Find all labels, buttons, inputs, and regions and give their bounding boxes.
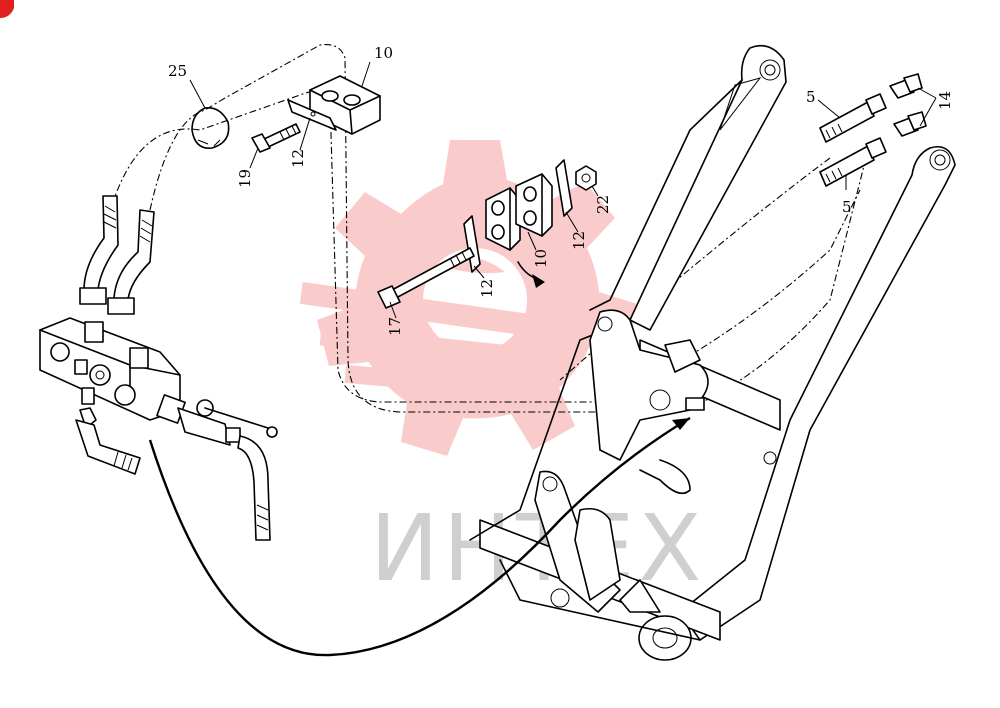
ball-valve bbox=[156, 394, 278, 541]
watermark-stripe bbox=[299, 282, 561, 340]
fitting-icon bbox=[79, 287, 107, 305]
leader-lines bbox=[189, 61, 937, 319]
callout-5-bottom: 5 bbox=[842, 198, 852, 216]
fitting-14 bbox=[889, 73, 927, 137]
arrow-head-icon bbox=[532, 274, 545, 288]
pipe-clamp-top bbox=[309, 75, 381, 135]
watermark-stripe bbox=[344, 364, 556, 402]
callout-19: 19 bbox=[236, 169, 254, 188]
callout-5-top: 5 bbox=[806, 88, 816, 106]
snap-ring-icon bbox=[191, 106, 230, 149]
callout-22: 22 bbox=[594, 195, 612, 214]
watermark-gear-icon bbox=[317, 140, 637, 456]
hose-assembly-left bbox=[79, 195, 155, 315]
clamp-plate-right bbox=[555, 159, 573, 217]
callout-17: 17 bbox=[386, 317, 404, 336]
snap-ring-25 bbox=[191, 106, 230, 149]
callout-14: 14 bbox=[936, 91, 954, 110]
callout-25: 25 bbox=[168, 62, 187, 80]
hose-icon bbox=[83, 195, 119, 291]
hose-icon bbox=[237, 435, 271, 541]
pipe-clamp-icon bbox=[485, 187, 521, 251]
callout-10-top: 10 bbox=[374, 44, 393, 62]
clamp-plate-top bbox=[287, 99, 337, 131]
fitting-icon bbox=[819, 101, 875, 143]
fitting-icon bbox=[225, 427, 241, 443]
callout-10-mid: 10 bbox=[532, 249, 550, 268]
control-hose-line bbox=[148, 416, 691, 657]
callout-12-right: 12 bbox=[570, 231, 588, 250]
watermark-stripe bbox=[319, 325, 561, 371]
pipe-clamp-icon bbox=[515, 173, 553, 237]
valve-block bbox=[39, 317, 181, 475]
fitting-5-bottom bbox=[819, 137, 887, 187]
fitting-icon bbox=[819, 145, 875, 187]
watermark-logo bbox=[299, 140, 637, 456]
bolt-17 bbox=[377, 247, 475, 309]
callout-12-left: 12 bbox=[478, 279, 496, 298]
bolt-19 bbox=[251, 123, 301, 153]
hose-icon bbox=[75, 419, 141, 475]
callout-12-top: 12 bbox=[289, 149, 307, 168]
corner-badge bbox=[0, 0, 14, 18]
direction-arrow-icon bbox=[672, 418, 690, 430]
pipe-clamp-icon bbox=[309, 75, 381, 135]
loader-boom-frame bbox=[469, 44, 956, 661]
fitting-5-top bbox=[819, 93, 887, 143]
hex-nut-icon bbox=[575, 165, 597, 191]
fitting-icon bbox=[107, 297, 135, 315]
valve-block-icon bbox=[39, 317, 181, 421]
pipe-clamp-mid bbox=[485, 173, 553, 251]
